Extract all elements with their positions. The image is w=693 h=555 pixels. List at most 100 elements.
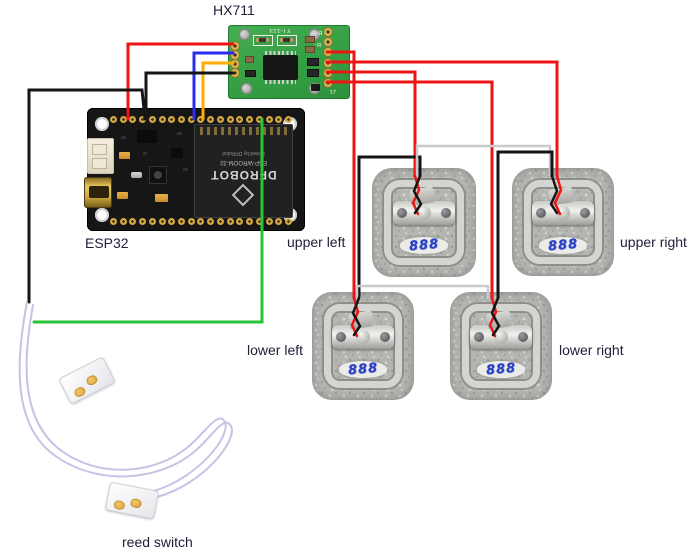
resistor	[307, 58, 319, 66]
pin-hole	[139, 217, 147, 225]
pin-hole	[148, 217, 156, 225]
pin-hole	[158, 217, 166, 225]
battery-connector	[87, 138, 114, 174]
pin-hole	[226, 217, 234, 225]
mounting-hole	[95, 117, 109, 131]
pin-hole	[110, 217, 117, 225]
screw-icon	[336, 332, 346, 342]
resistor	[183, 168, 188, 171]
pcb-antenna	[200, 127, 287, 135]
capacitor	[305, 46, 315, 53]
resistor	[307, 69, 319, 77]
hx711-module: YT-113 B+ B- J1	[228, 25, 350, 99]
reed-switch-body	[104, 481, 160, 520]
mounting-hole	[95, 208, 109, 222]
pin-hole	[231, 41, 239, 50]
screw-icon	[397, 208, 407, 218]
pin-hole	[324, 48, 332, 57]
pin-hole	[265, 115, 273, 123]
module-brand-text: DFROBOT	[210, 168, 277, 183]
pin-hole	[148, 115, 156, 123]
resistor	[177, 132, 182, 135]
pin-hole	[255, 115, 263, 123]
pin-hole	[255, 217, 263, 225]
label-hx711: HX711	[213, 2, 255, 18]
pin-hole	[129, 217, 137, 225]
pin-hole	[324, 68, 332, 77]
pin-hole	[324, 28, 332, 37]
silkscreen-j1: J1	[329, 88, 337, 94]
pin-hole	[178, 115, 186, 123]
pin-hole	[207, 115, 215, 123]
load-cell-marking: 888	[547, 236, 579, 255]
pin-hole	[110, 115, 117, 123]
transistor	[311, 84, 320, 91]
pin-hole	[246, 217, 254, 225]
screw-icon	[380, 332, 390, 342]
label-reed-switch: reed switch	[122, 534, 193, 550]
pin-hole	[226, 115, 234, 123]
pin-hole	[197, 115, 205, 123]
resistor	[143, 152, 147, 155]
pin-hole	[216, 115, 224, 123]
pin-hole	[158, 115, 166, 123]
pin-label-b-minus: B-	[314, 41, 321, 47]
crystal-oscillator	[131, 172, 142, 178]
ic-chip	[171, 148, 183, 158]
esp32-top-pin-row	[110, 115, 292, 123]
pin-hole	[231, 69, 239, 78]
load-cell-marking: 888	[408, 236, 440, 255]
pin-hole	[119, 217, 127, 225]
hx711-left-header	[231, 41, 239, 78]
hx711-right-header	[324, 27, 332, 88]
label-lower-right: lower right	[559, 342, 624, 358]
contact-pad	[130, 499, 142, 508]
pin-hole	[187, 115, 195, 123]
pin-hole	[168, 217, 176, 225]
load-cell-upper-right: 888	[512, 168, 614, 276]
load-cell-groove	[462, 304, 540, 388]
label-lower-left: lower left	[247, 342, 304, 358]
resistor	[277, 35, 297, 46]
contact-pad	[86, 375, 98, 386]
pin-label-b-plus: B+	[314, 29, 323, 35]
label-upper-right: upper right	[620, 234, 687, 250]
pin-hole	[246, 115, 254, 123]
load-cell-label-area: 888	[400, 237, 448, 254]
pin-hole	[324, 79, 332, 88]
load-button	[556, 206, 570, 220]
reset-button	[149, 166, 167, 184]
load-cell-label-area: 888	[477, 361, 525, 378]
label-upper-left: upper left	[287, 234, 346, 250]
module-sub-text: Drived by DFRobot	[222, 150, 265, 157]
load-cell-label-area: 888	[539, 237, 587, 254]
load-cell-label-area: 888	[339, 361, 387, 378]
resistor	[121, 136, 126, 139]
resistor	[245, 70, 256, 77]
load-cell-groove	[324, 304, 402, 388]
load-cell-upper-left: 888	[372, 168, 476, 277]
pin-hole	[129, 115, 137, 123]
reed-switch-magnet	[58, 356, 116, 405]
resistor	[253, 35, 273, 46]
wire-hx711-upper-right-red	[325, 60, 559, 178]
load-cell-marking: 888	[347, 360, 379, 379]
load-button	[417, 206, 431, 220]
silkscreen-model: YT-113	[269, 27, 291, 33]
contact-pad	[114, 500, 125, 510]
mounting-hole	[240, 30, 249, 39]
pin-hole	[275, 217, 283, 225]
pin-hole	[168, 115, 176, 123]
capacitor	[245, 56, 254, 63]
load-button	[494, 330, 508, 344]
dfrobot-logo-icon	[232, 184, 255, 207]
pin-hole	[265, 217, 273, 225]
load-cell-lower-right: 888	[450, 292, 552, 400]
pin-hole	[216, 217, 224, 225]
load-cell-clamp	[470, 325, 532, 349]
micro-usb-port	[84, 177, 112, 208]
load-cell-clamp	[393, 201, 455, 225]
reed-switch-wire-1	[18, 301, 233, 498]
screw-icon	[536, 208, 546, 218]
esp32-board: DFROBOT ESP-WROOM-32 Drived by DFRobot	[84, 108, 305, 231]
